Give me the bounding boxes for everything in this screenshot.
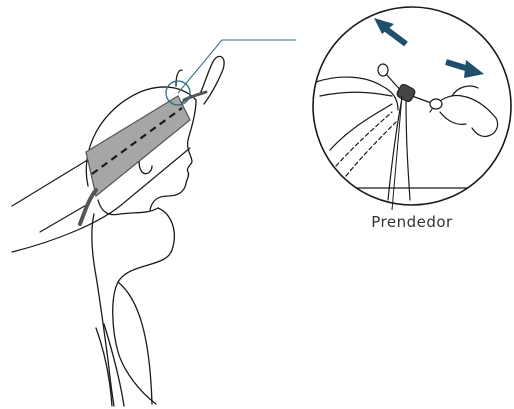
clip-label: Prendedor (352, 213, 472, 231)
detail-cap-left (378, 64, 388, 76)
gown-inner-line (118, 282, 152, 404)
gown-front (113, 208, 175, 404)
detail-pull-tab (430, 99, 442, 109)
callout-leader-line (178, 40, 296, 93)
gown-back (92, 214, 114, 406)
support-arm (176, 56, 224, 104)
detail-magnifier (313, 7, 512, 210)
support-arm-left (176, 70, 182, 86)
chair-back (96, 328, 112, 406)
support-arm-pad (200, 56, 224, 104)
neck-outline (98, 200, 158, 215)
strap-band (86, 96, 190, 196)
magnifier-border (313, 7, 511, 205)
